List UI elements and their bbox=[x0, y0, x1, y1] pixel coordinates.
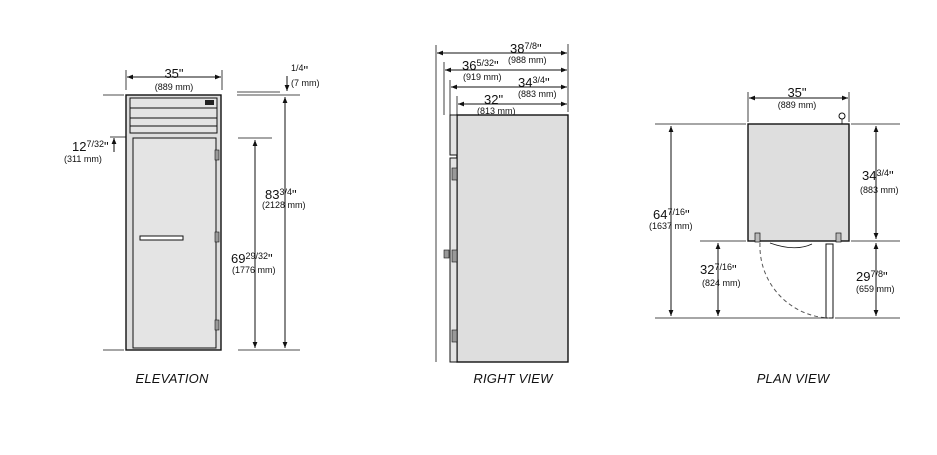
right-depth-handle-label: 365/32" bbox=[462, 58, 499, 73]
elev-louver-label: 127/32" bbox=[72, 139, 109, 154]
plan-clearance-mm: (659 mm) bbox=[856, 284, 895, 294]
plan-overall-depth-label: 647/16" bbox=[653, 207, 690, 222]
elev-width-mm: (889 mm) bbox=[155, 82, 194, 92]
right-depth-overall-mm: (988 mm) bbox=[508, 55, 547, 65]
plan-door-gasket bbox=[769, 242, 813, 249]
plan-door-swing-mm: (824 mm) bbox=[702, 278, 741, 288]
plan-door-swing-label: 327/16" bbox=[700, 262, 737, 277]
right-cabinet bbox=[456, 114, 569, 363]
elev-louver-panel bbox=[129, 97, 218, 134]
right-hinge-top bbox=[451, 167, 458, 181]
plan-clearance-label: 297/8" bbox=[856, 269, 888, 284]
elev-door-height-mm: (1776 mm) bbox=[232, 265, 276, 275]
right-caption: RIGHT VIEW bbox=[473, 371, 554, 386]
right-depth-body-label: 32" bbox=[484, 92, 503, 107]
elev-overall-height-label: 833/4" bbox=[265, 187, 297, 202]
elev-hinge-top bbox=[214, 149, 220, 161]
plan-depth-mm: (883 mm) bbox=[860, 185, 899, 195]
elev-door bbox=[132, 137, 217, 349]
plan-door-swing-arc bbox=[759, 242, 830, 319]
elev-door-height-label: 6929/32" bbox=[231, 251, 273, 266]
plan-width-mm: (889 mm) bbox=[778, 100, 817, 110]
plan-door-open bbox=[825, 243, 834, 319]
elev-offset-label: 1/4" bbox=[291, 63, 309, 78]
elev-width-label: 35" bbox=[164, 66, 183, 81]
plan-hinge-left bbox=[754, 232, 761, 243]
plan-depth-label: 343/4" bbox=[862, 168, 894, 183]
plan-connector bbox=[838, 112, 846, 120]
plan-view: 35" (889 mm) 647/16" (1637 mm) 327/16" (… bbox=[649, 85, 900, 386]
elev-hinge-bottom bbox=[214, 319, 220, 331]
elev-overall-height-mm: (2128 mm) bbox=[262, 200, 306, 210]
right-depth-overall-label: 387/8" bbox=[510, 41, 542, 56]
right-handle bbox=[443, 249, 450, 259]
elev-door-handle bbox=[139, 235, 184, 241]
plan-width-label: 35" bbox=[787, 85, 806, 100]
right-depth-door-label: 343/4" bbox=[518, 75, 550, 90]
right-view: 387/8" (988 mm) 365/32" (919 mm) 343/4" … bbox=[435, 41, 569, 386]
elev-control-display bbox=[205, 100, 214, 105]
right-top-panel bbox=[449, 114, 458, 156]
elevation-view: 35" (889 mm) 127/32" (311 mm) 1/4" (7 mm… bbox=[64, 63, 320, 386]
plan-cabinet bbox=[747, 123, 850, 242]
plan-hinge-right bbox=[835, 232, 842, 243]
right-hinge-mid bbox=[451, 249, 458, 263]
plan-caption: PLAN VIEW bbox=[757, 371, 831, 386]
right-depth-handle-mm: (919 mm) bbox=[463, 72, 502, 82]
elev-louver-mm: (311 mm) bbox=[64, 154, 102, 164]
right-hinge-bottom bbox=[451, 329, 458, 343]
right-depth-door-mm: (883 mm) bbox=[518, 89, 557, 99]
plan-overall-depth-mm: (1637 mm) bbox=[649, 221, 693, 231]
elev-hinge-mid bbox=[214, 231, 220, 243]
elev-caption: ELEVATION bbox=[135, 371, 208, 386]
right-depth-body-mm: (813 mm) bbox=[477, 106, 516, 116]
elev-offset-mm: (7 mm) bbox=[291, 78, 320, 88]
